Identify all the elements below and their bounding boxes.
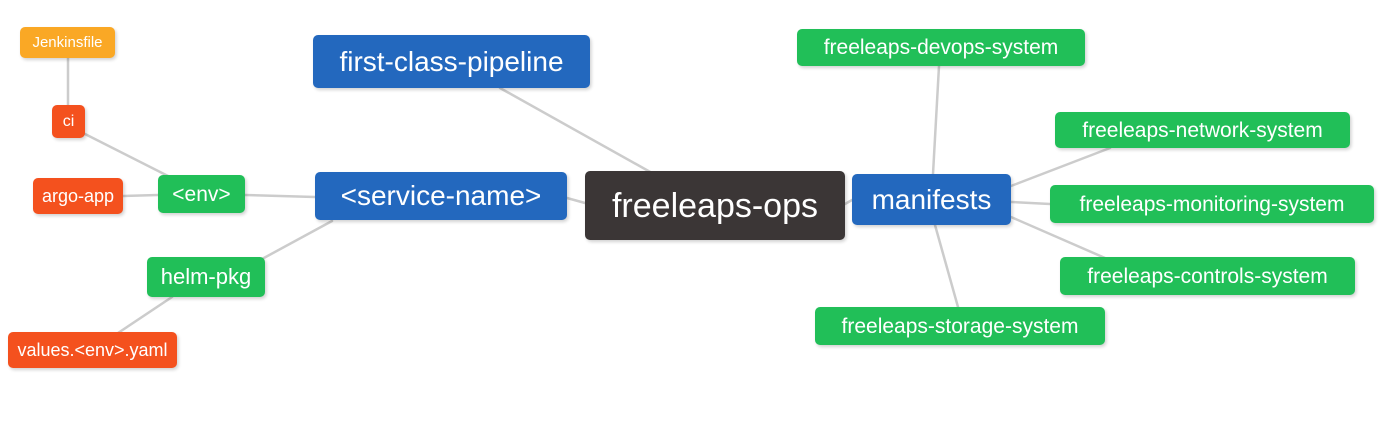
- edge-service-name-to-helm-pkg: [260, 219, 334, 261]
- node-service-name[interactable]: <service-name>: [315, 172, 567, 220]
- edge-freeleaps-ops-to-manifests: [843, 198, 854, 206]
- node-first-class-pipeline[interactable]: first-class-pipeline: [313, 35, 590, 88]
- node-freeleaps-devops-system[interactable]: freeleaps-devops-system: [797, 29, 1085, 66]
- node-freeleaps-ops[interactable]: freeleaps-ops: [585, 171, 845, 240]
- edge-ci-to-env: [83, 132, 172, 179]
- edge-first-class-pipeline-to-freeleaps-ops: [498, 86, 654, 175]
- node-freeleaps-storage-system[interactable]: freeleaps-storage-system: [815, 307, 1105, 345]
- node-freeleaps-monitoring-system[interactable]: freeleaps-monitoring-system: [1050, 185, 1374, 223]
- node-values-env-yaml[interactable]: values.<env>.yaml: [8, 332, 177, 368]
- node-freeleaps-network-system[interactable]: freeleaps-network-system: [1055, 112, 1350, 148]
- node-env[interactable]: <env>: [158, 175, 245, 213]
- node-argo-app[interactable]: argo-app: [33, 178, 123, 214]
- edge-env-to-service-name: [243, 193, 317, 199]
- edge-manifests-to-freeleaps-monitoring-system: [1009, 200, 1052, 206]
- node-helm-pkg[interactable]: helm-pkg: [147, 257, 265, 297]
- edge-argo-app-to-env: [121, 193, 160, 198]
- edge-manifests-to-freeleaps-storage-system: [933, 223, 960, 309]
- edge-manifests-to-freeleaps-network-system: [1009, 146, 1112, 188]
- edge-manifests-to-freeleaps-controls-system: [1009, 215, 1107, 260]
- edge-service-name-to-freeleaps-ops: [565, 196, 587, 205]
- node-freeleaps-controls-system[interactable]: freeleaps-controls-system: [1060, 257, 1355, 295]
- node-manifests[interactable]: manifests: [852, 174, 1011, 225]
- edge-helm-pkg-to-values-env-yaml: [116, 295, 174, 335]
- edge-manifests-to-freeleaps-devops-system: [931, 64, 941, 176]
- node-ci[interactable]: ci: [52, 105, 85, 138]
- node-jenkinsfile[interactable]: Jenkinsfile: [20, 27, 115, 58]
